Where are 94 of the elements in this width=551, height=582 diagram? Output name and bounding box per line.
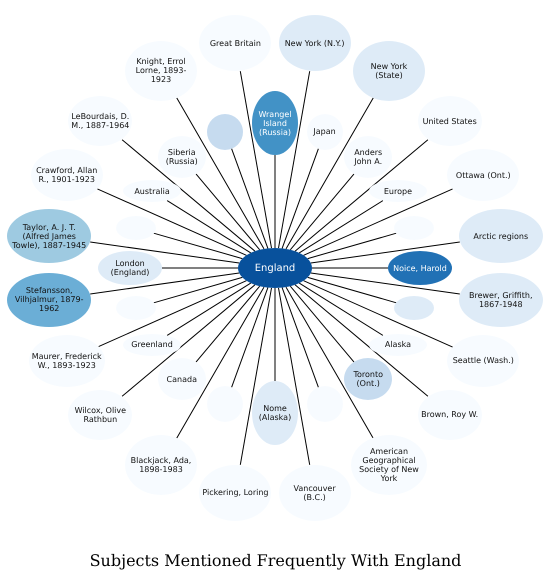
bubble-ellipse [344, 136, 392, 178]
bubble-ellipse [368, 334, 427, 356]
node-label: Wilcox, Olive Rathbun [74, 406, 128, 424]
node-label: Anders John A. [352, 148, 384, 166]
connector-line [196, 286, 260, 363]
connector-line [166, 200, 252, 254]
node-label: Noice, Harold [393, 264, 447, 272]
connector-line [294, 139, 428, 252]
connector-line [196, 173, 260, 250]
bubble-ellipse [116, 296, 156, 320]
connector-line [122, 139, 256, 252]
node-label: New York (N.Y.) [284, 38, 344, 48]
connector-line [153, 276, 243, 304]
node-label: Ottawa (Ont.) [456, 170, 511, 180]
node-label: Canada [166, 374, 197, 384]
node-label: London (England) [110, 259, 150, 277]
node-label: Vancouver (B.C.) [292, 484, 337, 502]
connector-line [310, 242, 460, 264]
node-label: England [254, 264, 296, 272]
bubble-ellipse [158, 136, 206, 178]
connector-line [294, 284, 428, 397]
bubble-ellipse [207, 114, 244, 150]
node-label: Brown, Roy W. [421, 410, 478, 420]
connector-line [307, 232, 397, 260]
node-label: Japan [313, 127, 336, 136]
bubble-ellipse [116, 216, 156, 240]
bubble-ellipse [207, 386, 244, 422]
node-label: Australia [134, 186, 170, 196]
connector-line [310, 272, 460, 294]
node-label: Siberia (Russia) [164, 148, 199, 166]
connector-line [240, 287, 272, 466]
node-label: Taylor, A. J. T. (Alfred James Towle), 1887-1945 [11, 222, 88, 250]
node-label: Blackjack, Ada, 1898-1983 [130, 456, 192, 474]
connector-line [98, 280, 247, 348]
node-label: New York (State) [370, 62, 408, 80]
bubble-ellipse [252, 91, 298, 155]
bubble-ellipse [158, 358, 206, 400]
bubble-ellipse [98, 251, 162, 285]
node-label: Pickering, Loring [202, 488, 268, 498]
bubble-ellipse [252, 381, 298, 445]
node-label: Seattle (Wash.) [452, 356, 514, 366]
connector-line [176, 97, 264, 250]
node-label: Great Britain [210, 38, 261, 48]
connector-line [286, 286, 374, 439]
bubble-ellipse [123, 180, 182, 202]
bubble-ellipse [394, 216, 434, 240]
connector-line [298, 200, 384, 254]
connector-line [282, 148, 319, 249]
bubble-ellipse [123, 334, 182, 356]
node-label: Europe [384, 186, 412, 196]
connector-line [278, 287, 310, 466]
connector-line [240, 70, 272, 249]
connector-line [122, 284, 256, 397]
bubble-ellipse [394, 296, 434, 320]
connector-line [290, 173, 354, 250]
diagram-title: Subjects Mentioned Frequently With England [88, 550, 462, 572]
node-label: Knight, Errol Lorne, 1893-1923 [134, 57, 188, 84]
connector-line [274, 154, 276, 248]
connector-line [303, 280, 454, 348]
node-label: Maurer, Frederick W., 1893-1923 [32, 352, 102, 370]
node-label: United States [422, 116, 477, 126]
connector-line [286, 97, 374, 250]
connector-line [290, 286, 354, 363]
connector-line [282, 287, 319, 388]
node-label: American Geographical Society of New York [358, 447, 420, 484]
node-label: Nome (Alaska) [258, 404, 292, 422]
connector-line [153, 232, 243, 260]
connector-line [90, 242, 240, 264]
connector-line [303, 188, 454, 256]
bubble-ellipse [368, 180, 427, 202]
node-label: Greenland [131, 340, 173, 350]
node-label: Crawford, Allan R., 1901-1923 [35, 166, 98, 184]
node-label: LeBourdais, D. M., 1887-1964 [70, 112, 130, 130]
connector-line [90, 272, 240, 294]
bubble-ellipse [344, 358, 392, 400]
node-label: Alaska [384, 340, 412, 350]
bubble-ellipse [306, 386, 343, 422]
node-label: Brewer, Griffith, 1867-1948 [468, 290, 534, 309]
connector-line [307, 276, 397, 304]
connector-line [274, 288, 276, 382]
connector-line [278, 70, 310, 249]
bubble-ellipse [306, 114, 343, 150]
bubble-ellipse [238, 248, 312, 288]
bubble-ellipse [388, 251, 452, 285]
node-label: Wrangel Island (Russia) [257, 110, 293, 136]
connector-line [166, 282, 252, 336]
connector-line [298, 282, 384, 336]
connector-line [231, 287, 268, 388]
node-label: Stefansson, Vilhjalmur, 1879-1962 [14, 286, 85, 314]
node-label: Arctic regions [473, 232, 528, 241]
connector-line [231, 148, 268, 249]
node-label: Toronto (Ont.) [352, 370, 384, 388]
connector-line [96, 188, 247, 256]
connector-line [176, 286, 264, 439]
